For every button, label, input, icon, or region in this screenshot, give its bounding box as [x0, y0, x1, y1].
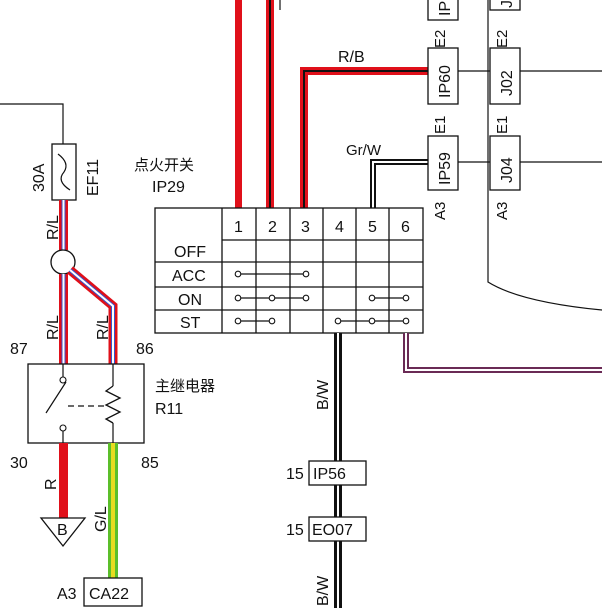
ignition-col-6: 6 [401, 219, 410, 236]
ignition-table-frame [154, 207, 424, 334]
wire-red-col1 [235, 0, 242, 208]
harness-outline [487, 0, 602, 311]
wire-rl-fuse-splice [59, 200, 68, 250]
connector-j-top-label: J [499, 0, 516, 8]
wire-r-ground [59, 443, 68, 518]
ignition-row-st: ST [180, 315, 201, 332]
wire-bw-col4 [334, 333, 342, 608]
relay-title: 主继电器 [155, 377, 215, 395]
ignition-col-2: 2 [268, 219, 277, 236]
ignition-on-link [234, 294, 410, 302]
wire-label-rl-left: R/L [45, 315, 62, 340]
relay-r11 [27, 363, 145, 444]
connector-j04 [489, 135, 521, 191]
ground-icon [39, 517, 87, 548]
connector-ca22-pin: A3 [57, 586, 77, 603]
connector-stack: IP J E2 E2 IP60 J02 E1 E1 IP59 J04 A3 A3 [427, 0, 602, 220]
wire-rl-to-86 [67, 266, 118, 364]
connector-ip-top-label: IP [437, 1, 454, 16]
fuse-feed: 30A EF11 [0, 103, 102, 201]
ignition-col-1: 1 [234, 219, 243, 236]
connector-eo07-pin: 15 [286, 522, 304, 539]
ignition-row-on: ON [178, 292, 202, 309]
connector-ip59-label: IP59 [437, 152, 454, 185]
connector-j02 [489, 47, 521, 105]
ignition-st-link [234, 317, 410, 325]
pin-e1-right: E1 [494, 116, 511, 134]
wire-label-rb: R/B [338, 49, 365, 66]
connector-ip56 [308, 460, 367, 486]
relay-pin-86: 86 [136, 341, 154, 358]
fuse-element-icon [57, 153, 71, 191]
relay-pin-30: 30 [10, 455, 28, 472]
wire-label-rl-top: R/L [45, 215, 62, 240]
connector-ca22-label: CA22 [89, 586, 129, 603]
connector-ip60 [427, 47, 459, 105]
relay-pin-85: 85 [141, 455, 159, 472]
pin-e2-left: E2 [432, 30, 449, 48]
pin-e1-left: E1 [432, 116, 449, 134]
connector-j-top [489, 0, 521, 11]
connector-ip-top [427, 0, 459, 21]
wire-gl-ca22 [108, 443, 118, 578]
ignition-code: IP29 [152, 179, 185, 196]
pin-e2-right: E2 [494, 30, 511, 48]
ignition-acc-link [234, 270, 310, 278]
wire-label-grw: Gr/W [346, 142, 382, 159]
connector-eo07-label: EO07 [312, 522, 353, 539]
ground-label: B [57, 522, 68, 539]
relay-switch-arm [45, 381, 67, 414]
wire-label-rl-right: R/L [95, 315, 112, 340]
ignition-col-4: 4 [335, 219, 344, 236]
fuse-code: EF11 [85, 159, 102, 196]
relay-body [27, 363, 145, 444]
ignition-row-acc: ACC [172, 268, 206, 285]
connector-ip56-label: IP56 [313, 466, 346, 483]
wire-label-r: R [43, 478, 60, 490]
ignition-col-5: 5 [368, 219, 377, 236]
wire-grw-ip59 [370, 159, 428, 208]
wire-rb-ip60 [300, 67, 428, 208]
pin-a3-left: A3 [432, 202, 449, 220]
pin-a3-right: A3 [494, 202, 511, 220]
fuse-rating: 30A [31, 163, 48, 192]
ignition-switch-table: 1 2 3 4 5 6 OFF ACC ON ST [154, 207, 424, 334]
ignition-col-3: 3 [301, 219, 310, 236]
top-wires [235, 0, 428, 208]
relay-code: R11 [155, 401, 183, 418]
connector-ip56-pin: 15 [286, 466, 304, 483]
wire-label-gl: G/L [93, 506, 110, 532]
connector-j04-label: J04 [499, 157, 516, 183]
wire-label-bw-lower: B/W [315, 575, 332, 606]
connector-j02-label: J02 [499, 70, 516, 96]
wire-rl-to-87 [59, 274, 68, 364]
connector-ca22 [83, 577, 143, 607]
wire-label-bw-upper: B/W [315, 379, 332, 410]
connector-eo07 [308, 516, 367, 542]
ignition-row-off: OFF [174, 244, 206, 261]
relay-coil-icon [104, 385, 122, 424]
relay-pin-87: 87 [10, 341, 28, 358]
wire-purple-col6 [403, 333, 602, 373]
connector-ip60-label: IP60 [437, 65, 454, 98]
ignition-title: 点火开关 [134, 156, 194, 174]
connector-ip59 [427, 135, 459, 191]
